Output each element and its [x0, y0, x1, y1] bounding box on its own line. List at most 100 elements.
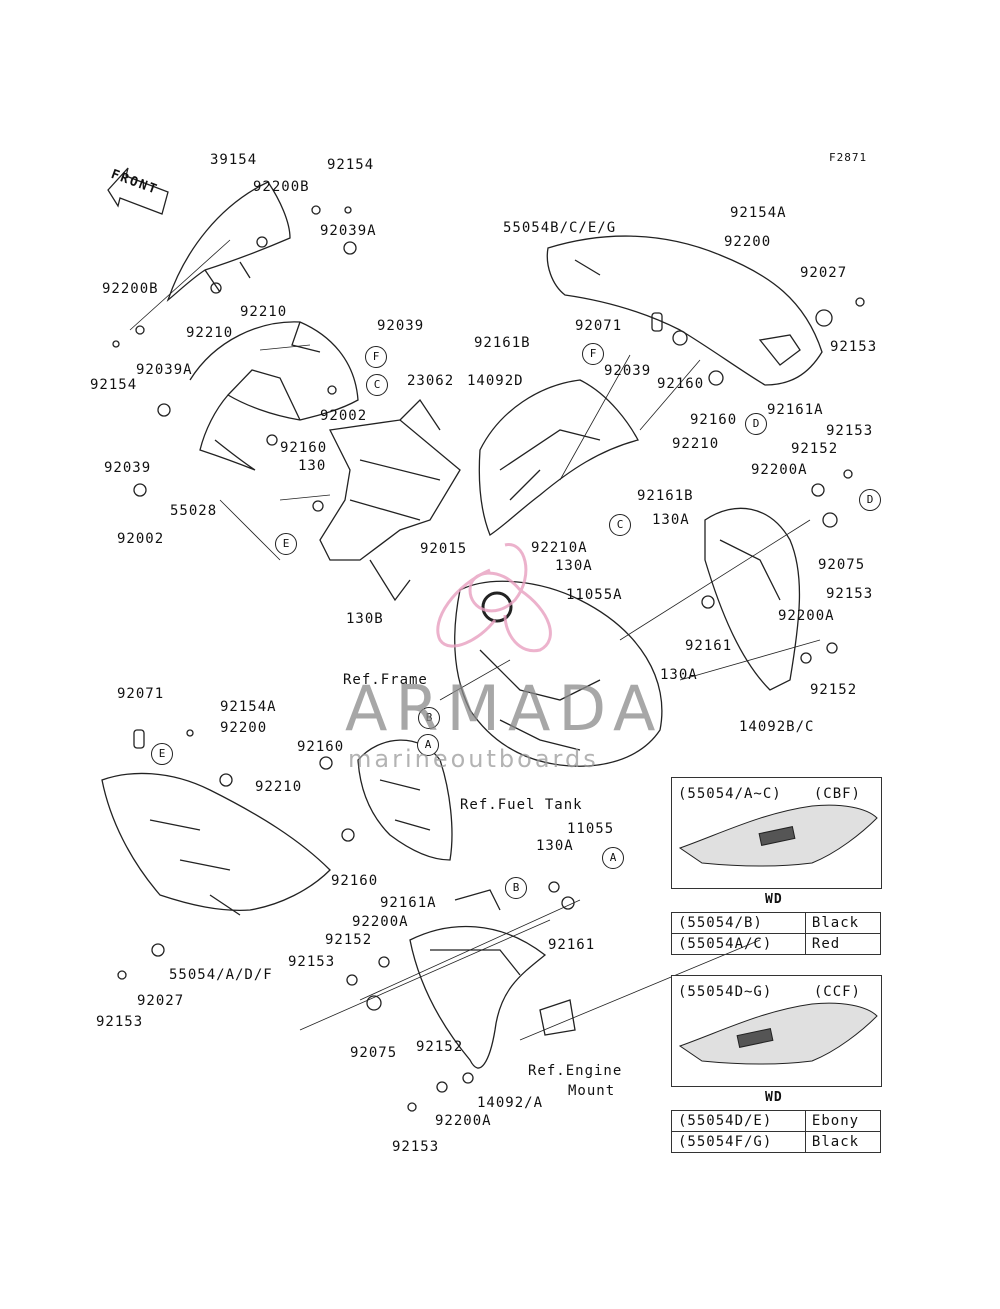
callout-marker: F — [365, 346, 387, 368]
part-label: 92027 — [800, 265, 848, 281]
callout-marker: E — [275, 533, 297, 555]
fuel-tank-cover-part — [357, 739, 453, 861]
part-label: 92154A — [220, 699, 277, 715]
part-label: 92161A — [767, 402, 824, 418]
part-label: 92160 — [280, 440, 328, 456]
part-label: 130A — [536, 838, 574, 854]
part-label: 14092D — [467, 373, 524, 389]
part-label: 92200A — [778, 608, 835, 624]
color-cell: Black — [804, 1131, 882, 1153]
part-label: 39154 — [210, 152, 258, 168]
cowl-thumbnail-icon — [678, 1002, 878, 1065]
part-label: 92154 — [327, 157, 375, 173]
part-label: 92153 — [830, 339, 878, 355]
watermark-logo-icon — [436, 543, 552, 653]
part-label: 14092/A — [477, 1095, 544, 1111]
part-label: 92210A — [531, 540, 588, 556]
variant-box-title: (55054/A~C) — [678, 786, 782, 802]
variant-box-code: (CCF) — [813, 984, 861, 1000]
variant-box-code: (CBF) — [813, 786, 861, 802]
wd-label: WD — [765, 1090, 783, 1105]
part-label: 92210 — [186, 325, 234, 341]
callout-marker: F — [582, 343, 604, 365]
part-code-cell: (55054F/G) — [671, 1131, 806, 1153]
part-label: 92075 — [350, 1045, 398, 1061]
engine-mount-part — [539, 999, 576, 1036]
callout-marker: B — [505, 877, 527, 899]
color-cell: Ebony — [804, 1110, 882, 1132]
part-label: 130A — [660, 667, 698, 683]
part-label: 92152 — [416, 1039, 464, 1055]
variant-box-ccf: (55054D~G) (CCF) — [671, 975, 882, 1087]
part-code-cell: (55054A/C) — [671, 933, 806, 955]
part-label: 92210 — [240, 304, 288, 320]
part-label: 92015 — [420, 541, 468, 557]
color-table-ccf: (55054D/E) Ebony (55054F/G) Black — [671, 1110, 882, 1153]
inner-cowl-part — [189, 321, 359, 471]
part-label: 92200B — [102, 281, 159, 297]
part-label: 92153 — [392, 1139, 440, 1155]
callout-marker: C — [609, 514, 631, 536]
part-label: 92002 — [320, 408, 368, 424]
right-upper-cowl-part — [546, 235, 823, 386]
color-table-cbf: (55054/B) Black (55054A/C) Red — [671, 912, 882, 955]
part-label: 92161B — [474, 335, 531, 351]
wd-label: WD — [765, 892, 783, 907]
callout-marker: B — [418, 707, 440, 729]
part-label: 92152 — [810, 682, 858, 698]
ref-frame-label: Ref.Frame — [343, 672, 428, 688]
part-label: 11055 — [567, 821, 615, 837]
part-label: 55054/A/D/F — [169, 967, 273, 983]
part-label: 92039A — [136, 362, 193, 378]
part-label: 92161 — [685, 638, 733, 654]
part-label: 92153 — [826, 586, 874, 602]
part-label: 92071 — [575, 318, 623, 334]
part-label: 92153 — [826, 423, 874, 439]
part-label: 92160 — [331, 873, 379, 889]
table-row: (55054/B) Black — [671, 912, 882, 934]
part-code-cell: (55054/B) — [671, 912, 806, 934]
part-label: 130B — [346, 611, 384, 627]
part-label: 92200B — [253, 179, 310, 195]
part-label: 92152 — [791, 441, 839, 457]
table-row: (55054F/G) Black — [671, 1131, 882, 1153]
part-label: 92200A — [352, 914, 409, 930]
part-label: 92071 — [117, 686, 165, 702]
part-label: 11055A — [566, 587, 623, 603]
part-label: 55028 — [170, 503, 218, 519]
callout-marker: D — [859, 489, 881, 511]
callout-marker: E — [151, 743, 173, 765]
variant-box-title: (55054D~G) — [678, 984, 773, 1000]
part-label: 92075 — [818, 557, 866, 573]
part-label: 130A — [652, 512, 690, 528]
part-label: 92039 — [104, 460, 152, 476]
color-cell: Red — [804, 933, 882, 955]
part-label: 92153 — [96, 1014, 144, 1030]
ref-engine-label: Ref.Engine — [528, 1063, 623, 1079]
cowl-stay-part — [319, 419, 461, 561]
callout-marker: A — [602, 847, 624, 869]
table-row: (55054A/C) Red — [671, 933, 882, 955]
part-label: 92200 — [724, 234, 772, 250]
part-label: 130A — [555, 558, 593, 574]
callout-marker: C — [366, 374, 388, 396]
part-label: 92152 — [325, 932, 373, 948]
cowl-thumbnail-icon — [678, 804, 878, 867]
watermark-brand: ARMADA — [345, 672, 664, 745]
part-label: 92027 — [137, 993, 185, 1009]
part-label: 92210 — [672, 436, 720, 452]
table-row: (55054D/E) Ebony — [671, 1110, 882, 1132]
part-label: 92153 — [288, 954, 336, 970]
part-label: 14092B/C — [739, 719, 815, 735]
part-label: 92154A — [730, 205, 787, 221]
watermark-tagline: marineoutboards — [348, 745, 599, 773]
part-label: 92154 — [90, 377, 138, 393]
part-label: 92160 — [690, 412, 738, 428]
left-lower-cowl-part — [409, 925, 547, 1069]
part-label: 92200A — [435, 1113, 492, 1129]
part-label: 92002 — [117, 531, 165, 547]
part-label: 92210 — [255, 779, 303, 795]
part-label: 92161B — [637, 488, 694, 504]
